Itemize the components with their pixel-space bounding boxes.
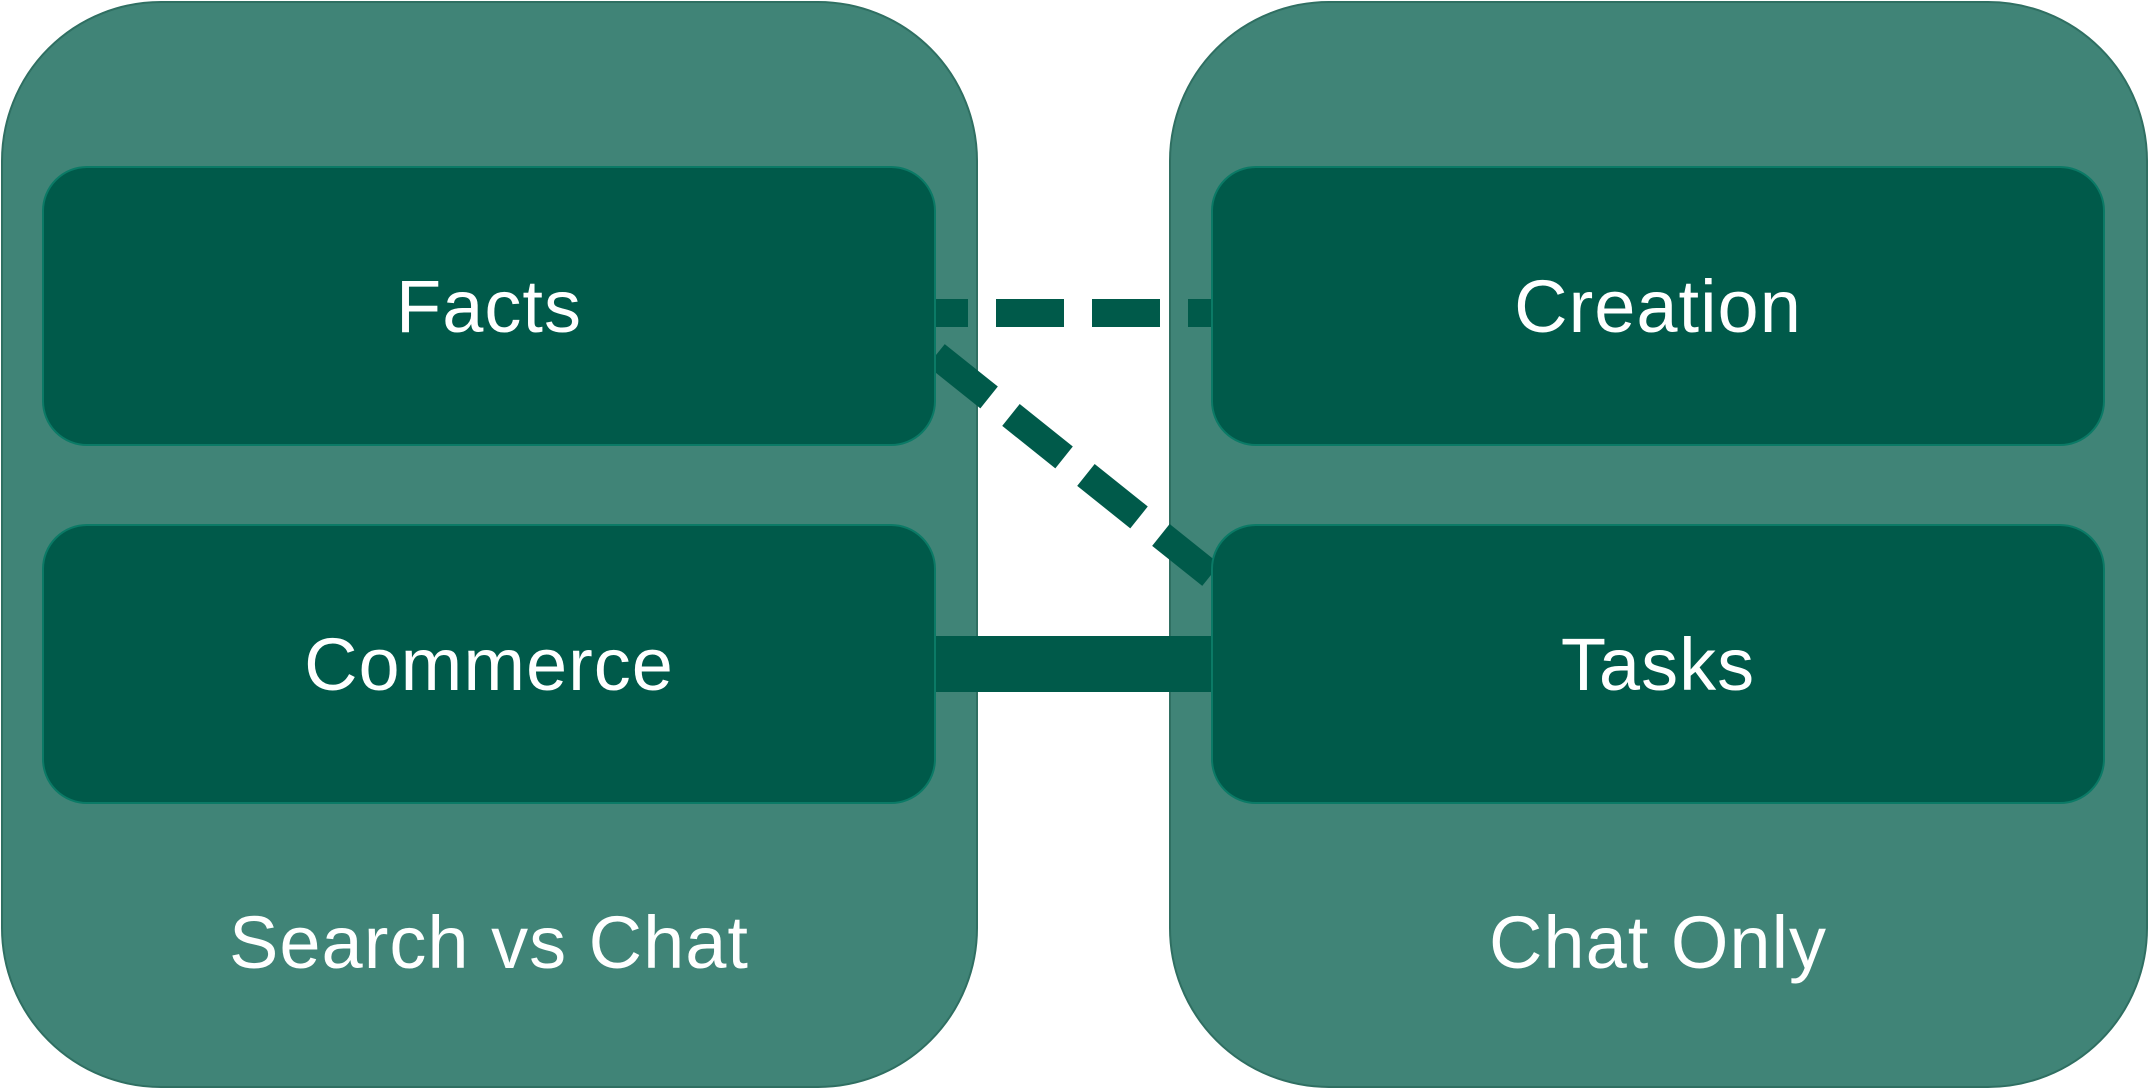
box-commerce: Commerce xyxy=(42,524,936,804)
box-creation: Creation xyxy=(1211,166,2105,446)
box-tasks: Tasks xyxy=(1211,524,2105,804)
box-facts: Facts xyxy=(42,166,936,446)
box-tasks-label: Tasks xyxy=(1560,622,1756,706)
group-label-search-vs-chat: Search vs Chat xyxy=(229,901,749,984)
group-label-chat-only: Chat Only xyxy=(1488,901,1828,984)
box-commerce-label: Commerce xyxy=(304,622,674,706)
box-facts-label: Facts xyxy=(396,264,582,348)
box-creation-label: Creation xyxy=(1514,264,1802,348)
